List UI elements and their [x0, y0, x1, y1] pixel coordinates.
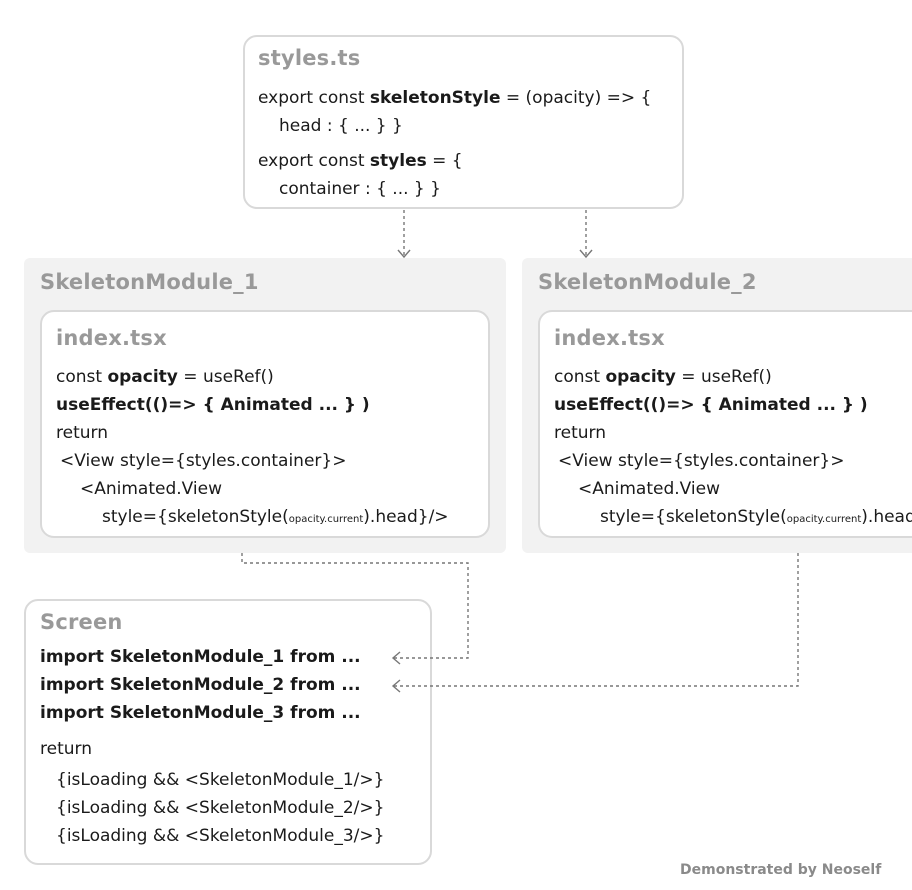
arrow-head-screen-import-2	[391, 679, 401, 693]
module-1-file-title: index.tsx	[56, 326, 167, 350]
styles-ts-line-1: export const skeletonStyle = (opacity) =…	[258, 88, 652, 108]
module-2-line-1: const opacity = useRef()	[554, 367, 772, 387]
styles-ts-line-3: export const styles = {	[258, 151, 463, 171]
module-1-line-3: return	[56, 423, 108, 443]
module-2-line-6: style={skeletonStyle(opacity.current).he…	[600, 507, 912, 527]
screen-render-2: {isLoading && <SkeletonModule_2/>}	[56, 798, 385, 818]
module-2-line-4: <View style={styles.container}>	[558, 451, 845, 471]
screen-title: Screen	[40, 610, 123, 634]
styles-ts-line-2: head : { ... } }	[279, 116, 403, 136]
styles-identifier: styles	[369, 151, 427, 171]
module-1-line-2: useEffect(()=> { Animated ... } )	[56, 395, 370, 415]
arrow-head-screen-import-1	[391, 651, 401, 665]
skeleton-module-1-title: SkeletonModule_1	[40, 270, 259, 294]
arrow-head-module-2	[579, 249, 593, 259]
styles-ts-box	[243, 35, 684, 209]
module-1-line-1: const opacity = useRef()	[56, 367, 274, 387]
screen-render-1: {isLoading && <SkeletonModule_1/>}	[56, 770, 385, 790]
screen-return: return	[40, 739, 92, 759]
styles-ts-title: styles.ts	[258, 46, 361, 70]
styles-ts-line-4: container : { ... } }	[279, 179, 441, 199]
screen-import-2: import SkeletonModule_2 from ...	[40, 675, 361, 695]
skeleton-style-identifier: skeletonStyle	[369, 88, 501, 108]
screen-render-3: {isLoading && <SkeletonModule_3/>}	[56, 826, 385, 846]
connector-module-1-to-screen	[241, 553, 469, 659]
module-2-line-5: <Animated.View	[578, 479, 721, 499]
module-2-index-box	[538, 310, 912, 538]
skeleton-module-2-title: SkeletonModule_2	[538, 270, 757, 294]
screen-import-3: import SkeletonModule_3 from ...	[40, 703, 361, 723]
module-2-file-title: index.tsx	[554, 326, 665, 350]
connector-module-2-to-screen	[394, 553, 799, 687]
module-1-index-box	[40, 310, 490, 538]
module-2-line-2: useEffect(()=> { Animated ... } )	[554, 395, 868, 415]
module-1-line-5: <Animated.View	[80, 479, 223, 499]
arrow-head-module-1	[397, 249, 411, 259]
module-2-text-clip: const opacity = useRef() useEffect(()=> …	[538, 360, 912, 536]
credit-text: Demonstrated by Neoself	[680, 862, 882, 878]
module-1-line-6: style={skeletonStyle(opacity.current).he…	[102, 507, 449, 527]
screen-import-1: import SkeletonModule_1 from ...	[40, 647, 361, 667]
module-2-line-3: return	[554, 423, 606, 443]
screen-box	[24, 599, 432, 865]
module-1-line-4: <View style={styles.container}>	[60, 451, 347, 471]
